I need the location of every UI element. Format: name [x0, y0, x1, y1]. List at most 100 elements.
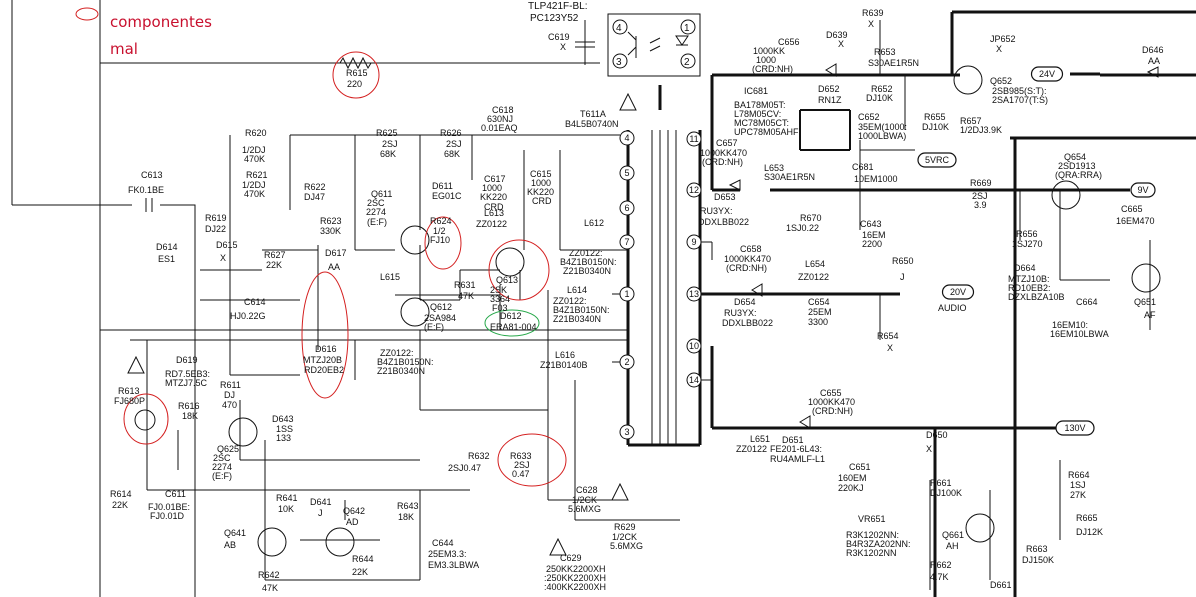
diode-d652-icon	[825, 63, 837, 77]
pin-number: 2	[624, 357, 629, 367]
pin-number: 7	[624, 237, 629, 247]
pin-number: 10	[689, 341, 699, 351]
component-label: 5.6MXG	[568, 504, 601, 514]
component-label: 220KJ	[838, 483, 864, 493]
component-label: KK220	[527, 187, 554, 197]
component-label: 1000KK470	[808, 397, 855, 407]
component-label: D664	[1014, 263, 1036, 273]
component-label: X	[838, 39, 844, 49]
opto-pin-2	[680, 53, 696, 69]
opto-transistor-icon	[627, 31, 637, 58]
opto-light-arrows-icon	[649, 37, 661, 52]
component-label: C614	[244, 297, 266, 307]
pin-circle	[686, 182, 702, 198]
component-label: L616	[555, 350, 575, 360]
component-label: 16EM470	[1116, 216, 1155, 226]
component-label: R653	[874, 47, 896, 57]
component-label: D643	[272, 414, 294, 424]
diode-d651-icon	[799, 415, 811, 429]
voltage-tag	[917, 152, 957, 168]
component-label: 1SJ270	[1012, 239, 1043, 249]
component-label: FJ0.01BE:	[148, 502, 190, 512]
marker-d616	[301, 271, 349, 399]
component-label: 2274	[212, 462, 232, 472]
component-label: 2SD1913	[1058, 161, 1096, 171]
component-label: 630NJ	[487, 114, 513, 124]
component-label: DJ12K	[1076, 527, 1103, 537]
pin-circle	[619, 286, 635, 302]
component-label: :250KK2200XH	[544, 573, 606, 583]
component-label: AA	[328, 262, 340, 272]
component-label: 250KK2200XH	[546, 564, 606, 574]
component-label: C657	[716, 138, 738, 148]
component-label: DJ150K	[1022, 555, 1054, 565]
component-label: D614	[156, 242, 178, 252]
component-label: Q612	[430, 302, 452, 312]
component-label: IC681	[744, 86, 768, 96]
component-label: 16EM10:	[1052, 320, 1088, 330]
component-label: AF	[1144, 310, 1156, 320]
component-label: R662	[930, 560, 952, 570]
component-label: R641	[276, 493, 298, 503]
component-label: 2SC	[213, 453, 231, 463]
component-label: R669	[970, 178, 992, 188]
component-label: 2SJ	[446, 139, 462, 149]
component-label: X	[996, 44, 1002, 54]
component-label: C651	[849, 462, 871, 472]
component-label: 27K	[1070, 490, 1086, 500]
component-label: AD	[346, 517, 359, 527]
component-label: 22K	[352, 567, 368, 577]
component-label: J	[318, 508, 323, 518]
component-label: C611	[165, 489, 186, 499]
component-label: X	[887, 343, 893, 353]
transistor-q642-icon	[325, 527, 355, 557]
pin-circle	[686, 286, 702, 302]
component-label: D617	[325, 248, 347, 258]
component-label: RU4AMLF-L1	[770, 454, 825, 464]
diode-d646-icon	[1146, 66, 1159, 78]
fusible-resistor-r613-icon	[134, 409, 156, 431]
component-label: D639	[826, 30, 848, 40]
capacitor-c613-icon	[145, 198, 153, 212]
component-label: MTZJ7.5C	[165, 378, 208, 388]
component-label: Z21B0340N	[553, 314, 601, 324]
component-label: R621	[246, 170, 268, 180]
component-label: C681	[852, 162, 874, 172]
pin-circle	[619, 234, 635, 250]
warning-triangle-icon-4	[549, 537, 567, 556]
component-label: RD10EB2:	[1008, 283, 1051, 293]
component-label: HJ0.22G	[230, 311, 266, 321]
component-label: C665	[1121, 204, 1143, 214]
component-label: RN1Z	[818, 95, 842, 105]
component-label: 330K	[320, 226, 341, 236]
component-label: 22K	[266, 260, 282, 270]
component-label: T611A	[580, 109, 606, 119]
pin-circle	[686, 131, 702, 147]
component-label: 2274	[366, 207, 386, 217]
marker-d612	[484, 309, 540, 337]
component-label: 47K	[262, 583, 278, 593]
diode-d654-icon	[751, 283, 763, 297]
component-label: DDXLBB022	[722, 318, 773, 328]
component-label: 25EM	[808, 307, 832, 317]
component-label: R3K1202NN	[846, 548, 897, 558]
component-label: D611	[432, 181, 453, 191]
component-label: R632	[468, 451, 490, 461]
component-label: DJ10K	[922, 122, 949, 132]
component-label: 2SK	[490, 285, 507, 295]
component-label: C643	[860, 219, 882, 229]
component-label: 1/2DJ	[242, 145, 266, 155]
voltage-tag-text: 9V	[1137, 185, 1148, 195]
component-label: D619	[176, 355, 198, 365]
component-label: R619	[205, 213, 227, 223]
component-label: CRD	[532, 196, 552, 206]
component-label: D651	[782, 435, 804, 445]
component-label: B4Z1B0150N:	[553, 305, 610, 315]
optocoupler-body	[607, 13, 701, 77]
component-label: 2SB985(S:T):	[992, 86, 1047, 96]
transistor-q612-icon	[400, 297, 430, 327]
component-label: R642	[258, 570, 280, 580]
pin-circle	[619, 424, 635, 440]
component-label: 2SJ	[514, 460, 530, 470]
